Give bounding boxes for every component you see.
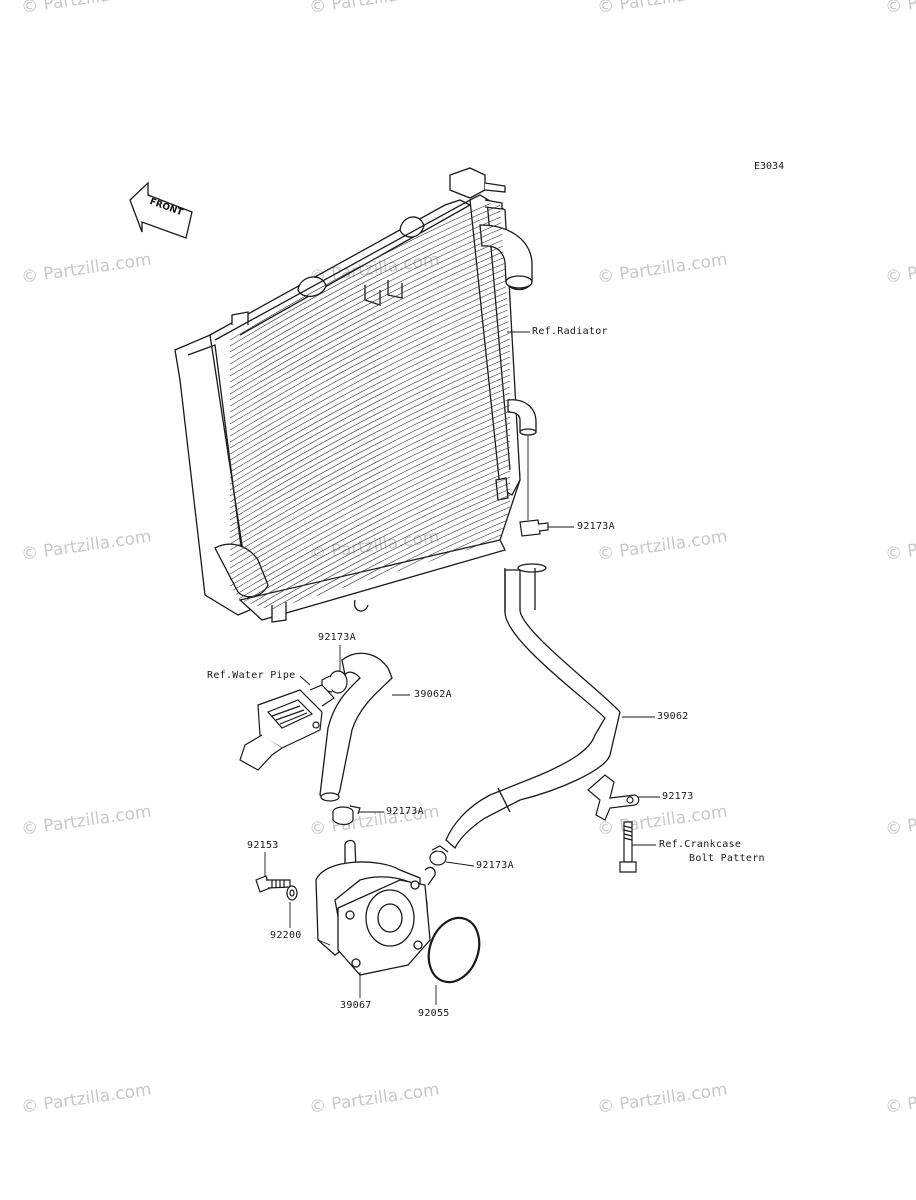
part-92153-label: 92153: [247, 840, 279, 851]
part-92055-label: 92055: [418, 1008, 450, 1019]
part-92173-label: 92173: [662, 791, 694, 802]
ref-radiator-label: Ref.Radiator: [532, 326, 608, 337]
oil-cooler-39067: [315, 839, 436, 976]
part-39062A-label: 39062A: [414, 689, 452, 700]
clamp-92173A-low: [429, 845, 449, 866]
part-39067-label: 39067: [340, 1000, 372, 1011]
part-92173A-left-top-label: 92173A: [318, 632, 356, 643]
water-pipe: [239, 684, 335, 771]
hose-39062A: [319, 652, 393, 802]
leader-lines: [264, 331, 660, 1005]
ref-crankcase-label-line2: Bolt Pattern: [689, 853, 765, 864]
crankcase-bolt: [619, 821, 637, 873]
drawing-code: E3034: [754, 161, 785, 172]
washer-92200: [286, 885, 298, 901]
part-92173A-mid-label: 92173A: [386, 806, 424, 817]
part-92173A-top-label: 92173A: [577, 521, 615, 532]
bolt-92153: [255, 875, 291, 893]
front-arrow-icon: FRONT: [129, 181, 193, 239]
ref-water-pipe-label: Ref.Water Pipe: [207, 670, 296, 681]
clamp-92173A-mid: [332, 805, 361, 826]
ref-crankcase-label-line1: Ref.Crankcase: [659, 839, 742, 850]
part-92173A-low-label: 92173A: [476, 860, 514, 871]
o-ring-92055: [427, 916, 481, 984]
part-92200-label: 92200: [270, 930, 302, 941]
part-39062-label: 39062: [657, 711, 689, 722]
hose-39062: [445, 563, 621, 850]
bracket-92173: [587, 774, 640, 821]
clamp-92173A-top: [519, 519, 549, 537]
